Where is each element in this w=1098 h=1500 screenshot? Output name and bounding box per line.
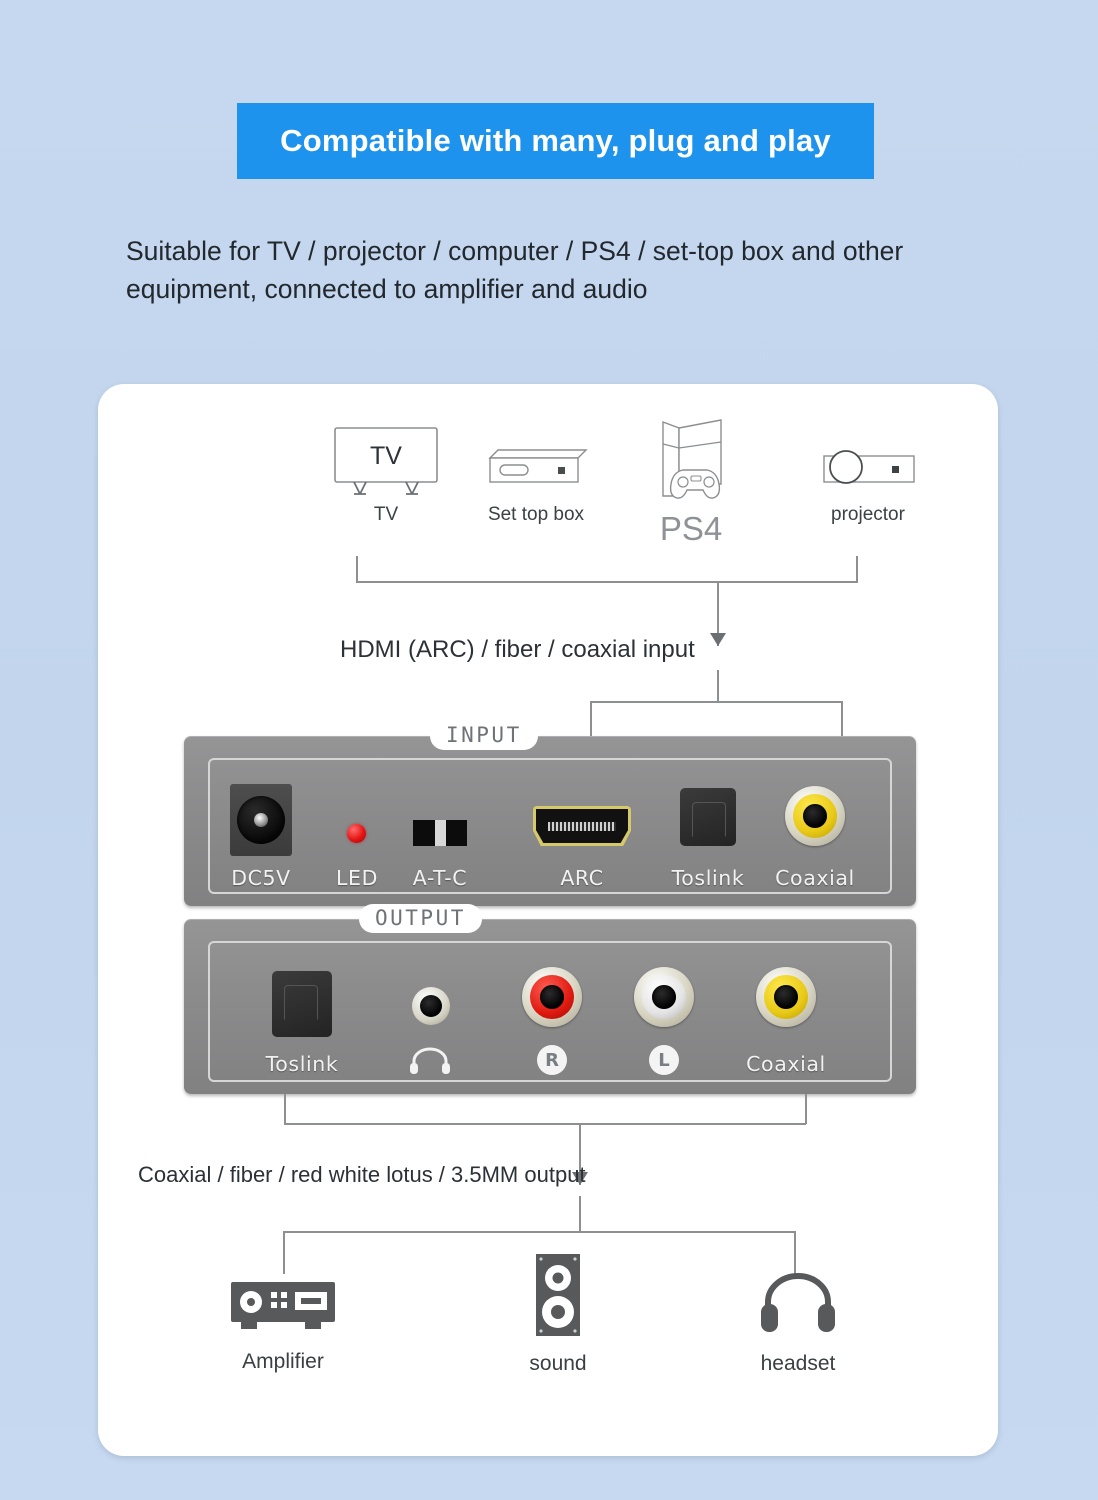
flow-line-down-to-input [717, 581, 719, 646]
input-port-label-atc: A-T-C [412, 866, 468, 890]
source-device-label: PS4 [659, 510, 723, 547]
projector-icon [798, 426, 938, 498]
hdmi-pins [547, 821, 617, 831]
rca-jack-icon-right [522, 967, 582, 1027]
source-device-projector: projector [798, 426, 938, 526]
headphone-jack-icon [412, 987, 450, 1025]
flow-line-dest-stem [579, 1196, 581, 1232]
amplifier-icon [208, 1272, 358, 1336]
flow-line-out-right [805, 1094, 807, 1124]
header-banner: Compatible with many, plug and play [237, 103, 874, 179]
destination-device-label: sound [529, 1352, 587, 1375]
source-device-tv: TV TV [326, 426, 446, 526]
rca-hole [540, 985, 564, 1009]
flow-line-input-left [590, 701, 592, 737]
toslink-optical-port-icon-out [272, 971, 332, 1037]
dc-jack-pin [254, 813, 268, 827]
svg-text:TV: TV [370, 442, 402, 470]
headphone-icon [723, 1256, 873, 1338]
destination-device-headset: headset [723, 1256, 873, 1376]
tv-icon: TV [326, 426, 446, 498]
rca-ring [530, 975, 574, 1019]
flow-line-out-bracket [284, 1123, 806, 1125]
ps4-console-icon [626, 416, 756, 504]
output-panel: OUTPUT Toslink R [184, 904, 916, 1094]
destination-device-amplifier: Amplifier [208, 1272, 358, 1374]
output-port-label-left: L [649, 1045, 679, 1075]
output-port-label-right: R [537, 1045, 567, 1075]
rca-ring [793, 794, 837, 838]
output-port-label-coaxial: Coaxial [746, 1052, 826, 1076]
output-panel-inner-border [208, 941, 892, 1082]
rca-jack-icon-coaxial-out [756, 967, 816, 1027]
banner-title: Compatible with many, plug and play [280, 123, 831, 158]
subtitle-text: Suitable for TV / projector / computer /… [126, 236, 904, 304]
headphone-icon [408, 1047, 452, 1080]
flow-line-input-stub [717, 670, 719, 702]
source-device-ps4: PS4 [626, 416, 756, 548]
input-flow-text: HDMI (ARC) / fiber / coaxial input [340, 636, 695, 663]
led-indicator-icon [347, 824, 366, 843]
set-top-box-icon [466, 426, 606, 498]
hdmi-port-interior [536, 809, 628, 843]
flow-line-top-bracket [356, 581, 858, 583]
input-port-label-coaxial: Coaxial [775, 866, 855, 890]
destination-device-sound: sound [483, 1252, 633, 1376]
input-port-label-led: LED [336, 866, 378, 890]
source-device-label: Set top box [487, 504, 585, 525]
switch-left [413, 820, 435, 846]
rca-hole [652, 985, 676, 1009]
destination-device-label: headset [760, 1352, 836, 1375]
dc-power-jack-icon [230, 784, 292, 856]
source-device-label: TV [373, 504, 399, 525]
switch-right [445, 820, 467, 846]
rca-jack-icon-coaxial [785, 786, 845, 846]
flow-line-out-left [284, 1094, 286, 1124]
input-port-label-dc5v: DC5V [231, 866, 291, 890]
rca-ring [764, 975, 808, 1019]
speaker-icon [483, 1252, 633, 1338]
output-flow-text: Coaxial / fiber / red white lotus / 3.5M… [138, 1162, 586, 1187]
flow-line-input-bracket [590, 701, 842, 703]
output-port-label-toslink: Toslink [265, 1052, 339, 1076]
input-panel: INPUT DC5V LED A-T-C [184, 721, 916, 906]
flow-line-out-down [579, 1123, 581, 1185]
output-panel-title: OUTPUT [359, 904, 482, 933]
flow-line-stb [856, 556, 858, 582]
rca-hole [803, 804, 827, 828]
flow-line-dest-bracket [283, 1231, 795, 1233]
flow-arrow-output [572, 1172, 588, 1185]
diagram-card: TV TV Set top box [98, 384, 998, 1456]
input-panel-inner-border [208, 758, 892, 894]
headphone-jack-hole [420, 995, 442, 1017]
input-port-label-toslink: Toslink [671, 866, 745, 890]
flow-line-dest-headset [794, 1231, 796, 1274]
dc-jack-ring [237, 796, 285, 844]
rca-ring [642, 975, 686, 1019]
hdmi-port-icon [533, 806, 631, 846]
source-device-set-top-box: Set top box [466, 426, 606, 526]
rca-hole [774, 985, 798, 1009]
flow-line-dest-amp [283, 1231, 285, 1274]
toslink-optical-port-icon [680, 788, 736, 846]
switch-knob [434, 820, 446, 846]
input-panel-title: INPUT [430, 721, 538, 750]
source-device-label: projector [831, 504, 905, 525]
rca-jack-icon-left [634, 967, 694, 1027]
toggle-switch-icon[interactable] [413, 820, 467, 846]
destination-device-label: Amplifier [242, 1350, 324, 1373]
flow-line-tv [356, 556, 358, 582]
flow-arrow-input [710, 633, 726, 646]
flow-line-input-right [841, 701, 843, 737]
input-port-label-arc: ARC [560, 866, 604, 890]
